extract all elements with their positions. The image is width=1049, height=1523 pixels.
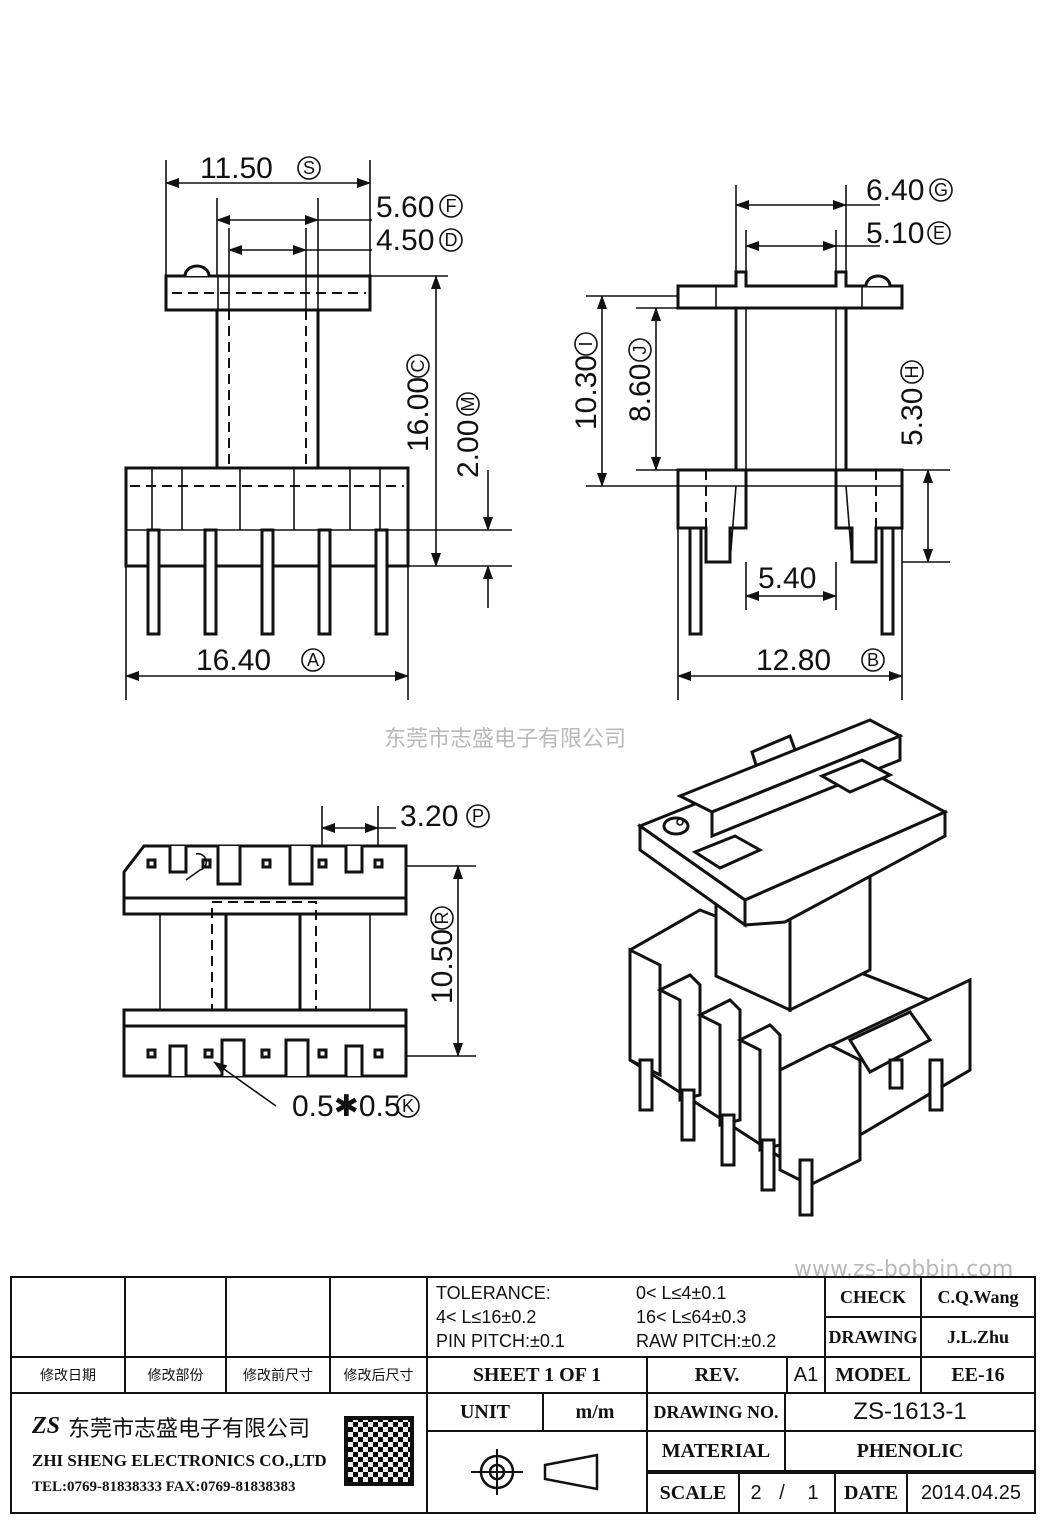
- watermark-url: www.zs-bobbin.com: [794, 1257, 1013, 1276]
- dim-i: 10.30: [570, 355, 603, 430]
- third-angle-projection-icon: [471, 1449, 599, 1495]
- raw-pitch: RAW PITCH:±0.2: [636, 1330, 777, 1351]
- company-block: ZS 东莞市志盛电子有限公司 ZHI SHENG ELECTRONICS CO.…: [12, 1394, 428, 1512]
- material-value: PHENOLIC: [786, 1432, 1034, 1472]
- rev-cell-1: [12, 1278, 126, 1358]
- dim-inner: 5.40: [758, 562, 816, 595]
- dim-k: 0.5✱0.5: [292, 1090, 401, 1123]
- dim-e: 5.10: [866, 217, 924, 250]
- title-block: TOLERANCE: 0< L≤4±0.1 4< L≤16±0.2 16< L≤…: [10, 1276, 1036, 1514]
- model-value: EE-16: [922, 1358, 1034, 1394]
- dim-m: 2.00: [452, 420, 485, 478]
- dim-top-width: 11.50: [200, 152, 273, 185]
- scale-denominator: 1: [792, 1472, 836, 1512]
- drawing-no-label: DRAWING NO.: [648, 1394, 786, 1432]
- check-value: C.Q.Wang: [922, 1278, 1034, 1318]
- pin-pitch: PIN PITCH:±0.1: [436, 1330, 565, 1351]
- tolerance-range-1: 0< L≤4±0.1: [636, 1282, 727, 1303]
- mark-e: E: [933, 223, 945, 243]
- mark-d: D: [445, 230, 458, 250]
- material-label: MATERIAL: [648, 1432, 786, 1472]
- sheet-info: SHEET 1 OF 1: [428, 1358, 648, 1394]
- dim-p: 3.20: [400, 800, 458, 833]
- company-name-cn: 东莞市志盛电子有限公司: [68, 1415, 311, 1441]
- rev-header-part: 修改部份: [126, 1358, 227, 1394]
- bottom-view: 3.20 P 10.50 R 0.5✱0.5 K: [122, 800, 490, 1123]
- watermark-company: 东莞市志盛电子有限公司: [384, 727, 626, 752]
- date-value: 2014.04.25: [908, 1472, 1034, 1512]
- dim-side-width: 12.80: [756, 644, 831, 677]
- rev-header-after: 修改后尺寸: [331, 1358, 428, 1394]
- rev-value: A1: [788, 1358, 826, 1394]
- mark-h: H: [902, 366, 922, 379]
- company-logo: ZS: [32, 1413, 61, 1439]
- isometric-view: [628, 718, 972, 1217]
- scale-label: SCALE: [648, 1472, 740, 1512]
- dim-base-width: 16.40: [196, 644, 271, 677]
- drawing-label: DRAWING: [826, 1318, 922, 1358]
- mark-g: G: [934, 180, 948, 200]
- model-label: MODEL: [826, 1358, 922, 1394]
- scale-separator: /: [772, 1472, 792, 1512]
- company-contact: TEL:0769-81838333 FAX:0769-81838383: [32, 1478, 296, 1495]
- tolerance-label: TOLERANCE:: [436, 1282, 551, 1303]
- rev-cell-2: [126, 1278, 227, 1358]
- dim-d: 4.50: [376, 224, 434, 257]
- drawing-value: J.L.Zhu: [922, 1318, 1034, 1358]
- dim-j: 8.60: [624, 364, 657, 422]
- dim-c: 16.00: [402, 377, 435, 452]
- drawing-no-value: ZS-1613-1: [786, 1394, 1034, 1432]
- rev-header-date: 修改日期: [12, 1358, 126, 1394]
- dim-g: 6.40: [866, 174, 924, 207]
- mark-s: S: [303, 158, 315, 178]
- tolerance-range-2: 4< L≤16±0.2: [436, 1306, 537, 1327]
- mark-c: C: [408, 360, 428, 373]
- tolerance-block: TOLERANCE: 0< L≤4±0.1 4< L≤16±0.2 16< L≤…: [428, 1278, 826, 1358]
- tolerance-range-3: 16< L≤64±0.3: [636, 1306, 747, 1327]
- scale-numerator: 2: [740, 1472, 772, 1512]
- qr-code-icon: [344, 1416, 414, 1486]
- check-label: CHECK: [826, 1278, 922, 1318]
- front-view: 11.50 S 5.60 F 4.50 D 16.00 C 2.00 M 16.…: [124, 152, 512, 700]
- dim-f: 5.60: [376, 191, 434, 224]
- company-name-en: ZHI SHENG ELECTRONICS CO.,LTD: [32, 1450, 327, 1470]
- mark-a: A: [307, 650, 319, 670]
- unit-value: m/m: [544, 1394, 648, 1432]
- mark-j: J: [630, 346, 650, 355]
- mark-b: B: [867, 650, 879, 670]
- side-view: 6.40 G 5.10 E 10.30 I 8.60 J 5.30 H 5.40…: [570, 174, 953, 700]
- mark-f: F: [446, 196, 457, 216]
- rev-header-before: 修改前尺寸: [227, 1358, 331, 1394]
- date-label: DATE: [836, 1472, 908, 1512]
- technical-drawing: 11.50 S 5.60 F 4.50 D 16.00 C 2.00 M 16.…: [122, 152, 1013, 1276]
- mark-r: R: [432, 912, 452, 925]
- projection-symbol: [428, 1432, 648, 1512]
- mark-k: K: [402, 1096, 414, 1116]
- mark-m: M: [458, 397, 478, 412]
- rev-label: REV.: [648, 1358, 788, 1394]
- rev-cell-3: [227, 1278, 331, 1358]
- dim-h: 5.30: [896, 388, 929, 446]
- unit-label: UNIT: [428, 1394, 544, 1432]
- mark-i: I: [576, 341, 596, 346]
- mark-p: P: [472, 806, 484, 826]
- dim-r: 10.50: [426, 929, 459, 1004]
- rev-cell-4: [331, 1278, 428, 1358]
